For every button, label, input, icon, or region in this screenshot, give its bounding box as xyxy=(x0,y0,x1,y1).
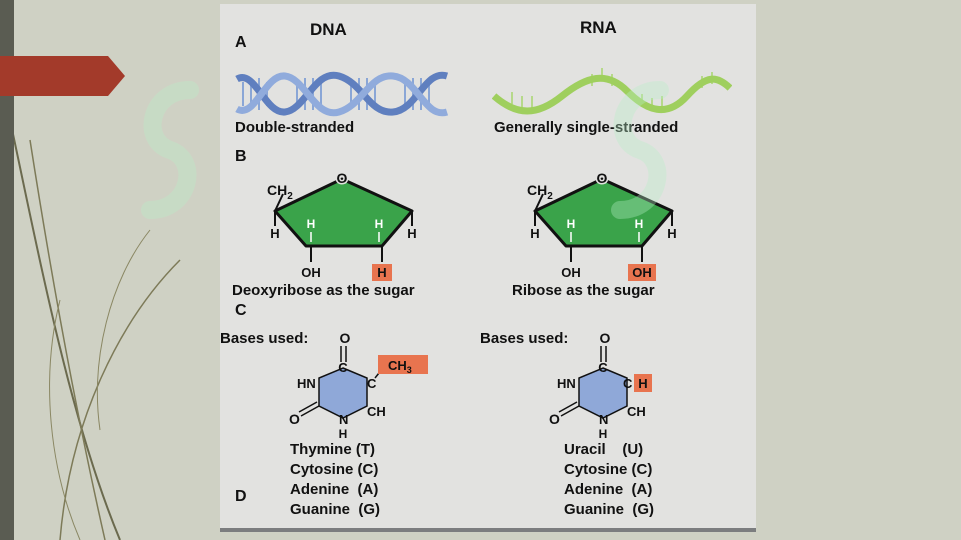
c2-upper-hydrogen: H xyxy=(375,217,384,231)
list-item: Thymine (T) xyxy=(290,441,375,458)
bottom-oxygen: O xyxy=(549,411,560,427)
n1-nitrogen: N xyxy=(599,412,608,427)
left-accent-strip xyxy=(0,0,14,540)
c2-highlight-box xyxy=(628,264,656,281)
c1-hydrogen: H xyxy=(407,226,416,241)
ribose-ring xyxy=(533,177,674,248)
c6-ch-group: CH xyxy=(627,404,646,419)
list-item: Guanine (G) xyxy=(564,501,654,518)
top-oxygen: O xyxy=(600,330,611,346)
dna-bases-label: Bases used: xyxy=(220,330,309,347)
ring-oxygen: O xyxy=(597,170,608,186)
c1-hydrogen: H xyxy=(667,226,676,241)
c4-hydrogen: H xyxy=(270,226,279,241)
decor-vine-2 xyxy=(29,139,106,540)
dna-rna-figure: A B C D DNA RNA Double-stranded Generall… xyxy=(220,4,756,532)
ribose-structure: O H H CH2 H H OH OH xyxy=(527,169,677,281)
decor-vine-4 xyxy=(49,299,81,540)
thymine-ring xyxy=(318,367,368,419)
c3-hydroxyl: OH xyxy=(561,265,581,280)
n1-nitrogen: N xyxy=(339,412,348,427)
top-oxygen: O xyxy=(340,330,351,346)
rna-bases-label: Bases used: xyxy=(480,330,569,347)
decor-vine-5 xyxy=(97,229,151,431)
dna-bases-list: Thymine (T) Cytosine (C) Adenine (A) Gua… xyxy=(290,440,380,520)
c2-highlight-hydroxyl: OH xyxy=(632,265,652,280)
deoxyribose-ring xyxy=(273,177,414,248)
uracil-structure: O C HN C H CH N H O xyxy=(549,330,652,441)
c3-upper-hydrogen: H xyxy=(307,217,316,231)
dna-heading: DNA xyxy=(310,20,347,39)
list-item: Cytosine (C) xyxy=(290,461,379,478)
section-letter-c: C xyxy=(235,302,247,319)
decor-vine-3 xyxy=(59,259,181,540)
methyl-group: CH3 xyxy=(388,358,412,375)
c2-upper-hydrogen: H xyxy=(635,217,644,231)
c5-highlight-hydrogen: H xyxy=(638,376,647,391)
c3-hydroxyl: OH xyxy=(301,265,321,280)
c3-upper-hydrogen: H xyxy=(567,217,576,231)
n1-hydrogen: H xyxy=(599,427,608,441)
hn-group: HN xyxy=(297,376,316,391)
c4-hydrogen: H xyxy=(530,226,539,241)
ribose-caption: Ribose as the sugar xyxy=(512,282,655,299)
rna-strand-caption: Generally single-stranded xyxy=(494,119,679,136)
c2-highlight-box xyxy=(372,264,392,281)
c5-carbon: C xyxy=(623,376,633,391)
c5-hydrogen-highlight-box xyxy=(634,374,652,392)
list-item: Guanine (G) xyxy=(290,501,380,518)
uracil-ring xyxy=(578,367,628,419)
thymine-structure: O C HN C CH3 CH N H O xyxy=(289,330,428,441)
c4-carbon: C xyxy=(338,360,348,375)
list-item: Uracil (U) xyxy=(564,441,644,458)
hn-group: HN xyxy=(557,376,576,391)
deoxyribose-caption: Deoxyribose as the sugar xyxy=(232,282,415,299)
arrow-tab xyxy=(0,56,125,96)
decor-vine-1 xyxy=(9,119,121,540)
c4-carbon: C xyxy=(598,360,608,375)
deoxyribose-structure: O H H CH2 H H OH H xyxy=(267,169,417,281)
section-letter-b: B xyxy=(235,148,247,165)
c5-carbon: C xyxy=(367,376,377,391)
section-letter-d: D xyxy=(235,488,247,505)
dna-strand-caption: Double-stranded xyxy=(235,119,355,136)
list-item: Adenine (A) xyxy=(290,481,379,498)
list-item: Adenine (A) xyxy=(564,481,653,498)
n1-hydrogen: H xyxy=(339,427,348,441)
watermark-logo-right xyxy=(611,81,669,219)
watermark-logo-left xyxy=(141,81,199,219)
ring-oxygen: O xyxy=(337,170,348,186)
dna-double-helix xyxy=(235,71,449,117)
section-letter-a: A xyxy=(235,34,247,51)
list-item: Cytosine (C) xyxy=(564,461,653,478)
rna-heading: RNA xyxy=(580,18,617,37)
ch2-group: CH2 xyxy=(267,182,293,202)
bottom-oxygen: O xyxy=(289,411,300,427)
rna-bases-list: Uracil (U) Cytosine (C) Adenine (A) Guan… xyxy=(564,440,654,520)
rna-single-strand xyxy=(492,68,732,115)
c6-ch-group: CH xyxy=(367,404,386,419)
methyl-highlight-box xyxy=(378,355,428,374)
ch2-group: CH2 xyxy=(527,182,553,202)
c2-highlight-hydrogen: H xyxy=(377,265,386,280)
